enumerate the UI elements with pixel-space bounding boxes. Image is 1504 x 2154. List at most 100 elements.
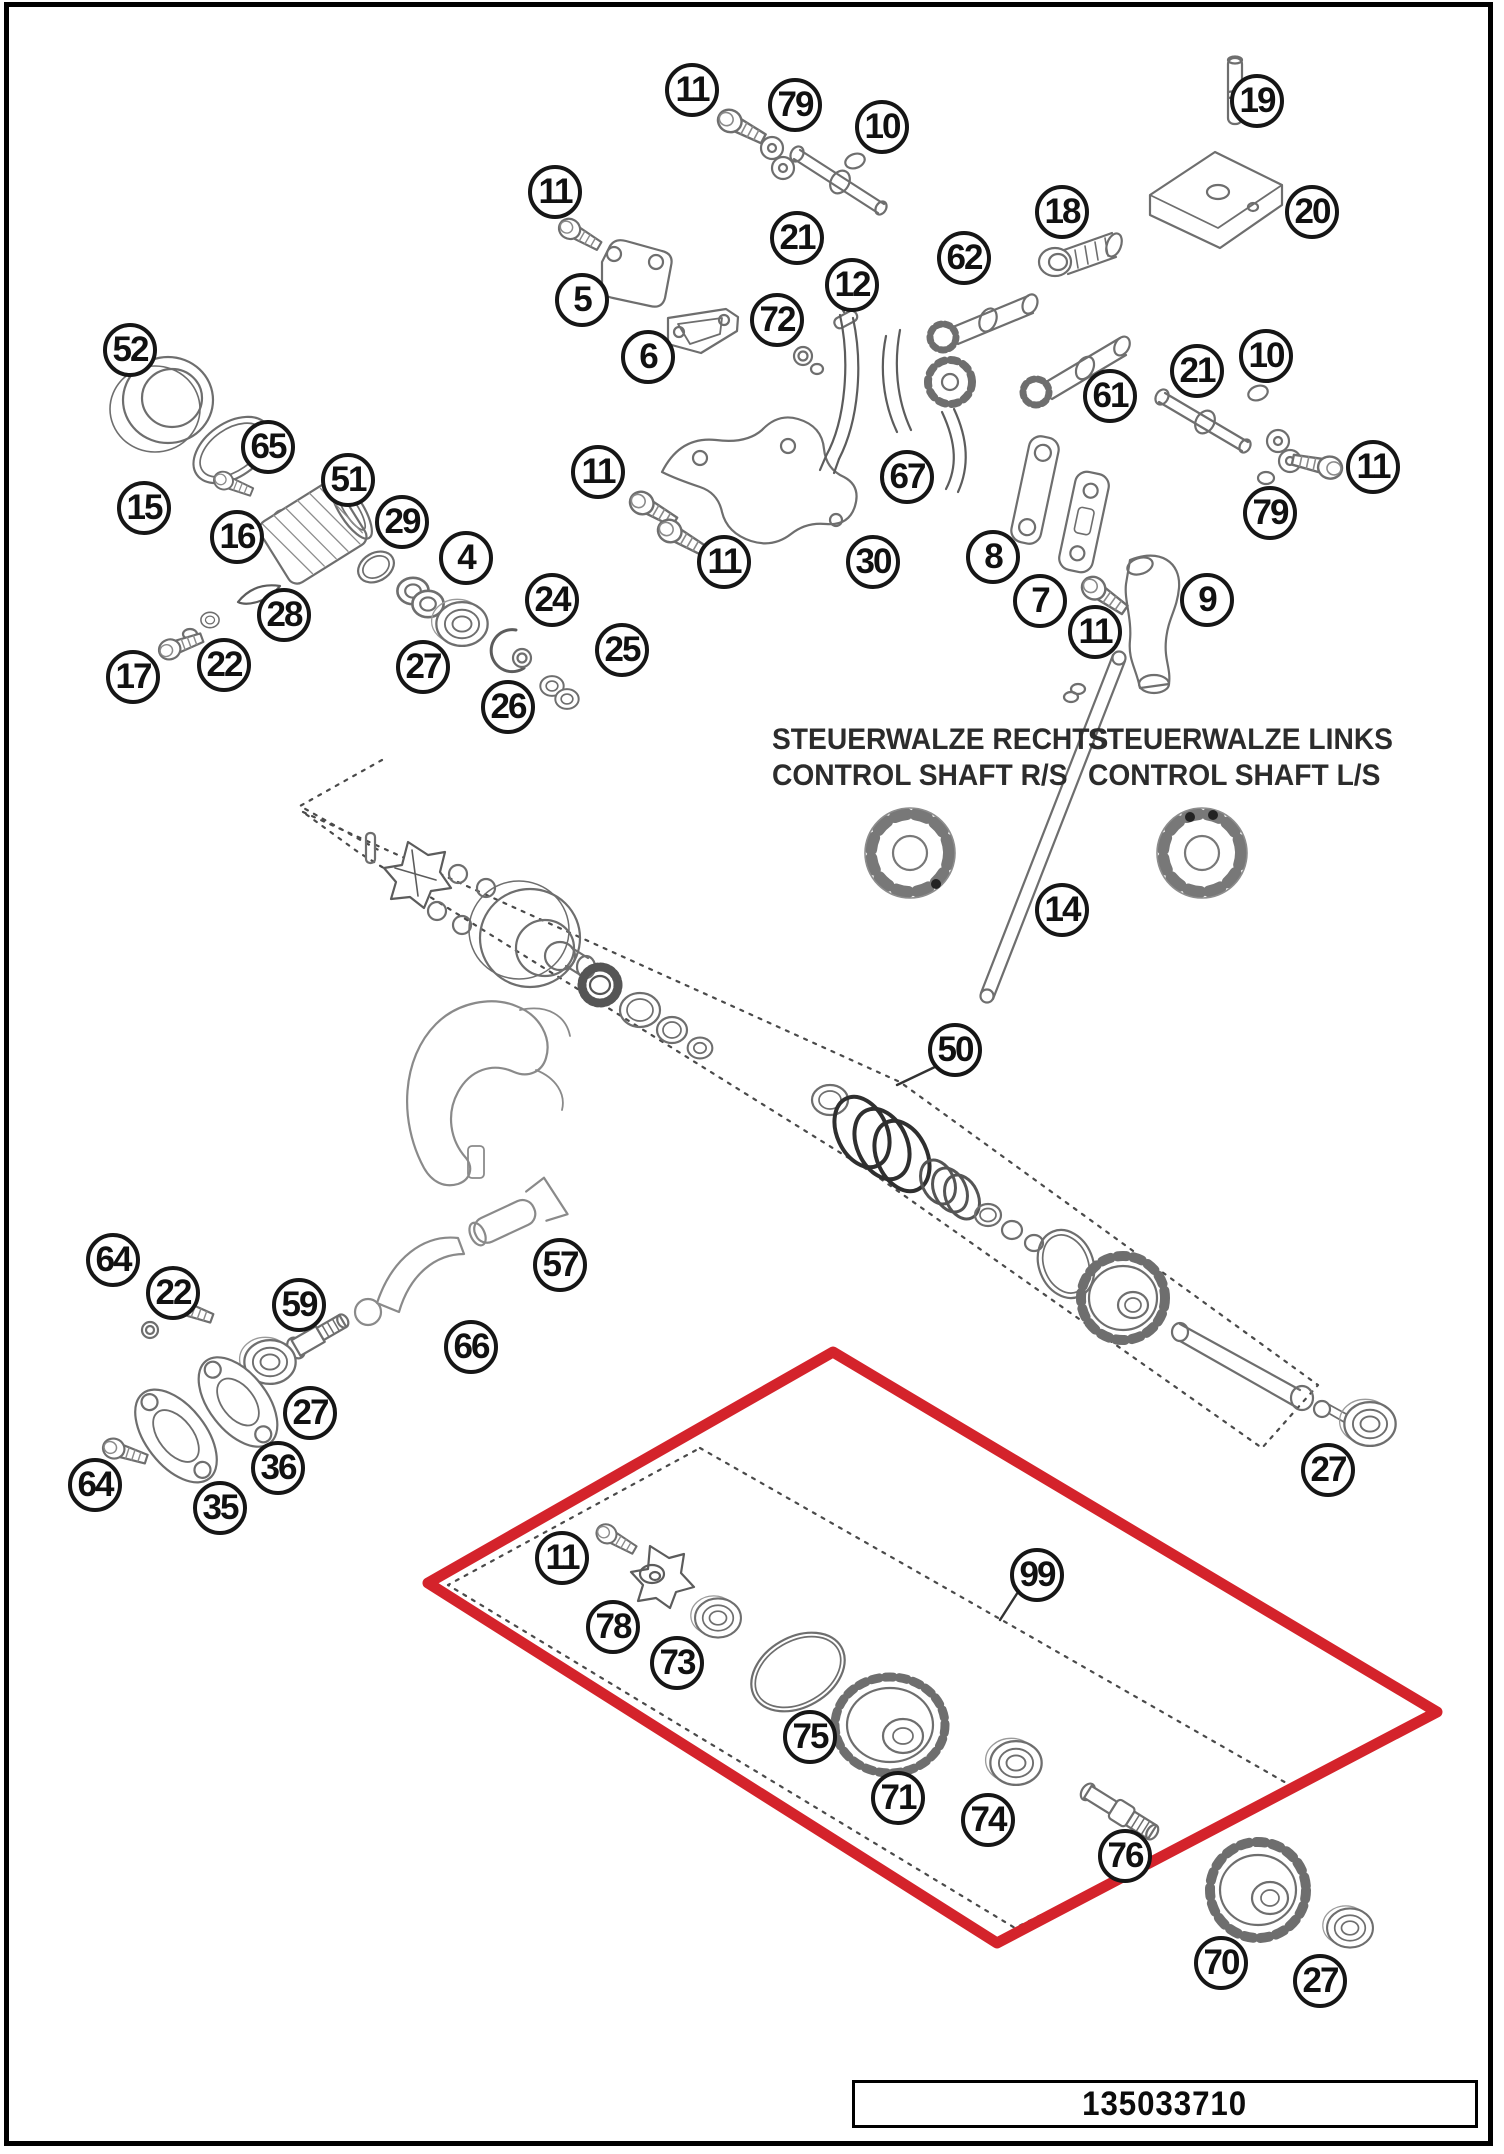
- control-shaft-left-gear-icon: [1157, 808, 1247, 898]
- part-5-bracket-sketch: [600, 239, 673, 308]
- callout-27: 27: [1301, 1443, 1355, 1497]
- callout-15: 15: [117, 481, 171, 535]
- control-shaft-right-label: STEUERWALZE RECHTS CONTROL SHAFT R/S: [772, 722, 1108, 794]
- callout-27: 27: [283, 1386, 337, 1440]
- shift-fork-sketch: [406, 1000, 571, 1187]
- lower-left-parts: [99, 1176, 569, 1484]
- top-cluster-parts: [554, 55, 1346, 486]
- callout-26: 26: [481, 680, 535, 734]
- part-51-knurled-cylinder-sketch: [258, 478, 373, 585]
- shaft-end-sketch: [1170, 1321, 1349, 1423]
- kit-99-red-highlight: [422, 1346, 1443, 1949]
- callout-65: 65: [241, 420, 295, 474]
- callout-7: 7: [1013, 574, 1067, 628]
- callout-35: 35: [193, 1481, 247, 1535]
- part-75-oring-sketch: [750, 1631, 846, 1713]
- part-6-bracket-sketch: [666, 307, 740, 355]
- leader-lines: [895, 1064, 1020, 1622]
- part-76-shaft-sketch: [1079, 1782, 1160, 1841]
- part-66-lever-sketch: [353, 1236, 466, 1327]
- callout-72: 72: [750, 293, 804, 347]
- callout-24: 24: [525, 573, 579, 627]
- callout-50: 50: [928, 1023, 982, 1077]
- part-36-plate-sketch: [197, 1356, 279, 1448]
- callout-36: 36: [251, 1441, 305, 1495]
- part-number-box: 135033710: [852, 2080, 1478, 2128]
- sprocket-50-sketch: [1076, 1251, 1170, 1345]
- callout-10: 10: [855, 100, 909, 154]
- part-57-cylinder-sketch: [468, 1176, 569, 1247]
- control-shaft-left-line1: STEUERWALZE LINKS: [1088, 723, 1394, 756]
- callout-14: 14: [1035, 883, 1089, 937]
- callout-79: 79: [1243, 486, 1297, 540]
- callout-5: 5: [555, 273, 609, 327]
- chain-guide-sketch: [881, 328, 913, 434]
- impeller-sketch: [382, 840, 453, 910]
- callout-57: 57: [533, 1238, 587, 1292]
- callout-51: 51: [321, 453, 375, 507]
- callout-27: 27: [1293, 1954, 1347, 2008]
- control-shaft-right-gear-icon: [865, 808, 955, 898]
- callout-29: 29: [375, 495, 429, 549]
- callout-18: 18: [1035, 185, 1089, 239]
- guide-strip-sketch: [940, 407, 967, 494]
- part-10b-oring-sketch: [1247, 384, 1269, 402]
- callout-70: 70: [1194, 1936, 1248, 1990]
- control-shaft-right-line2: CONTROL SHAFT R/S: [772, 759, 1068, 792]
- bottom-right-parts: [1205, 1837, 1374, 1949]
- sprocket-small-sketch: [924, 356, 976, 408]
- callout-71: 71: [871, 1771, 925, 1825]
- callout-78: 78: [586, 1600, 640, 1654]
- callout-64: 64: [68, 1458, 122, 1512]
- callout-25: 25: [595, 623, 649, 677]
- part-9-elbow-sketch: [1124, 554, 1181, 695]
- callout-11: 11: [697, 535, 751, 589]
- callout-21: 21: [770, 211, 824, 265]
- spring-large-sketch: [832, 1094, 932, 1194]
- part-21-adjuster-right-sketch: [1154, 388, 1252, 454]
- callout-73: 73: [650, 1636, 704, 1690]
- callout-61: 61: [1083, 369, 1137, 423]
- callout-11: 11: [1068, 605, 1122, 659]
- part-18-plug-sketch: [1037, 231, 1123, 278]
- assembly-50-parts: [364, 831, 1397, 1447]
- callout-11: 11: [571, 445, 625, 499]
- callout-4: 4: [439, 531, 493, 585]
- mid-cluster-parts: [624, 290, 1181, 695]
- callout-67: 67: [880, 450, 934, 504]
- part-78-impeller-sketch: [629, 1544, 696, 1610]
- part-20-plate-sketch: [1148, 150, 1284, 250]
- callout-11: 11: [665, 63, 719, 117]
- part-14-shaft-sketch: [979, 650, 1127, 1004]
- part-71-gear-sketch: [830, 1672, 950, 1778]
- callout-30: 30: [846, 535, 900, 589]
- callout-28: 28: [257, 588, 311, 642]
- callout-99: 99: [1010, 1548, 1064, 1602]
- part-12-pin-sketch: [833, 309, 859, 330]
- control-shaft-left-label: STEUERWALZE LINKS CONTROL SHAFT L/S: [1088, 722, 1393, 794]
- callout-27: 27: [396, 640, 450, 694]
- part-79-link-sketch: [759, 135, 796, 181]
- part-8-plate-sketch: [1010, 435, 1060, 545]
- callout-8: 8: [966, 530, 1020, 584]
- part-62-shaft-sketch: [926, 293, 1039, 354]
- part-35-plate-sketch: [134, 1388, 218, 1484]
- callout-66: 66: [444, 1320, 498, 1374]
- callout-12: 12: [825, 258, 879, 312]
- callout-6: 6: [621, 330, 675, 384]
- callout-11: 11: [1346, 440, 1400, 494]
- part-70-gear-sketch: [1205, 1837, 1311, 1943]
- callout-76: 76: [1098, 1829, 1152, 1883]
- part-21-adjuster-top-sketch: [789, 145, 888, 216]
- callout-74: 74: [961, 1793, 1015, 1847]
- callout-9: 9: [1180, 573, 1234, 627]
- water-pump-kit-parts: [591, 1519, 1160, 1841]
- part-52-ring-sketch: [109, 355, 215, 453]
- callout-21: 21: [1170, 344, 1224, 398]
- part-7-plate-sketch: [1058, 470, 1110, 574]
- part-26-circlip-sketch: [489, 628, 526, 674]
- callout-22: 22: [197, 638, 251, 692]
- callout-17: 17: [106, 650, 160, 704]
